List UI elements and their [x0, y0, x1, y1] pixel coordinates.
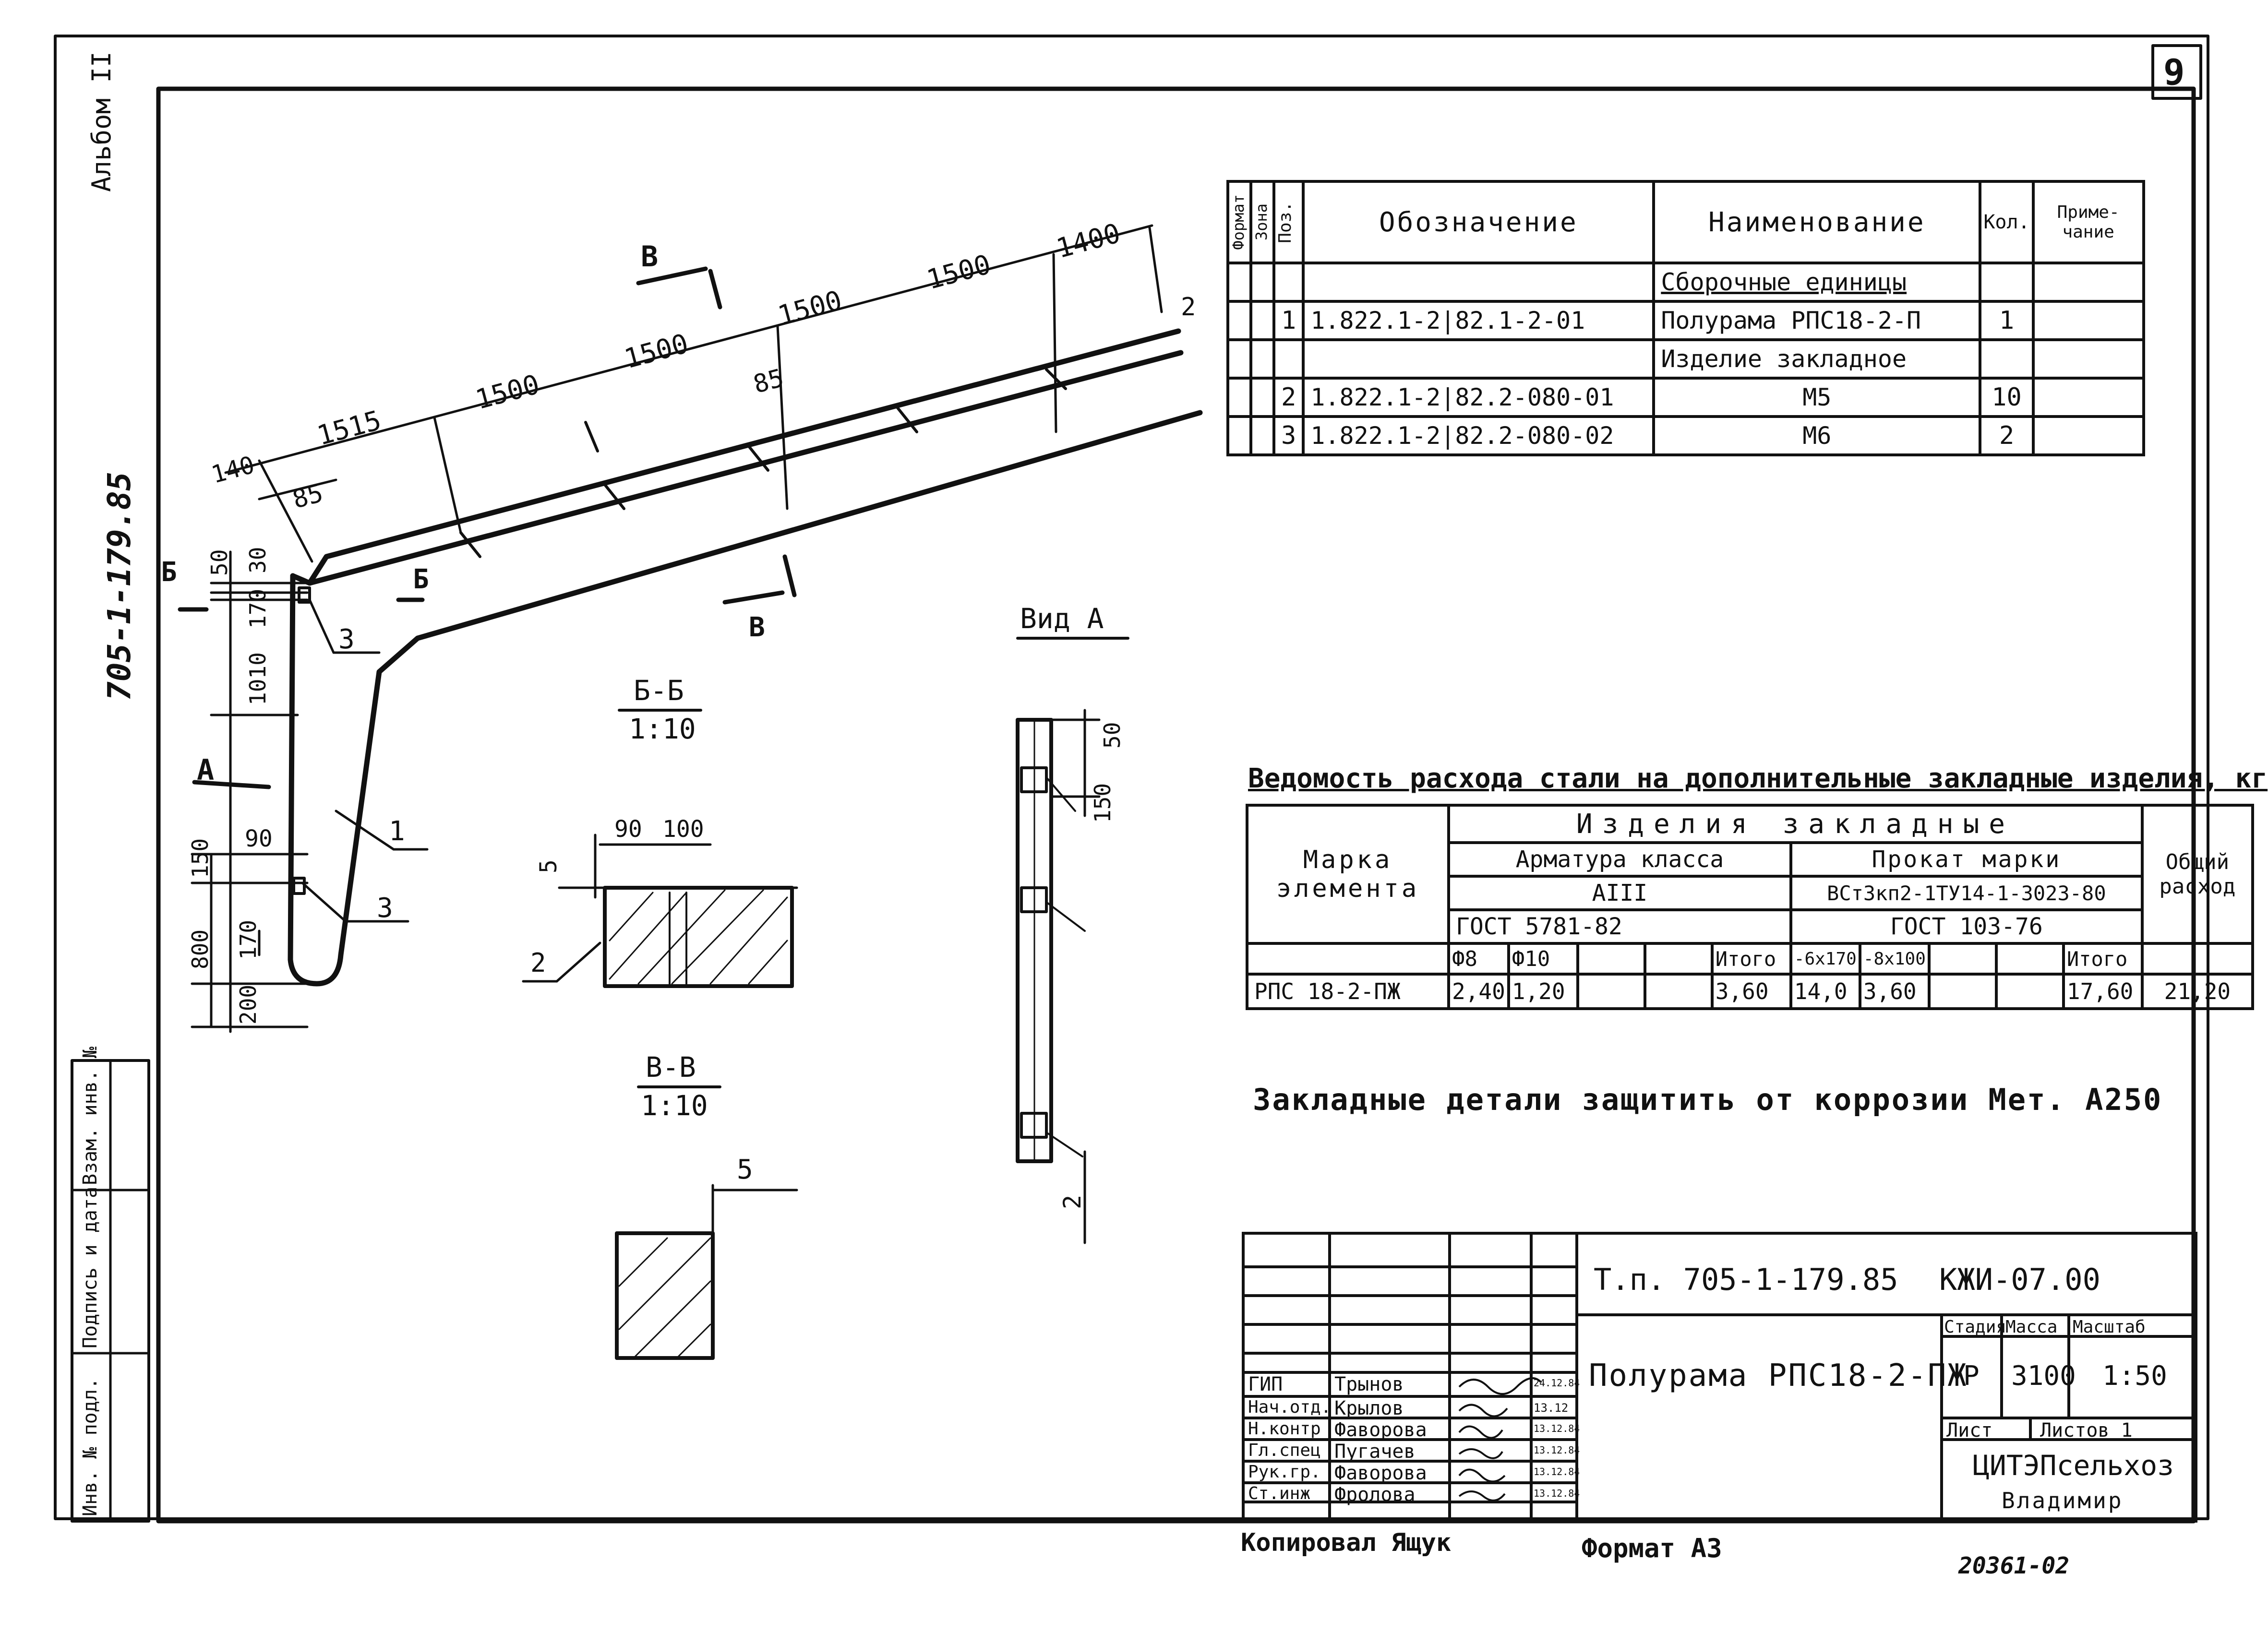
- title-sheet: Лист: [1946, 1419, 1993, 1441]
- steel-total-header: Общий расход: [2140, 804, 2254, 945]
- section-vv-scale: 1:10: [641, 1089, 708, 1122]
- label-pos-3-b: 3: [377, 893, 393, 924]
- table-row: 1 1.822.1-2|82.1-2-01 Полурама РПС18-2-П…: [1226, 300, 2145, 341]
- half-frame-outline: [288, 328, 1203, 987]
- section-bb-scale: 1:10: [629, 713, 696, 745]
- person-name: Трынов: [1334, 1373, 1404, 1395]
- title-stage: Р: [1963, 1360, 1980, 1392]
- view-a-title: Вид А: [1020, 602, 1104, 635]
- title-project: Т.п. 705-1-179.85: [1594, 1262, 1898, 1297]
- table-row: 2 1.822.1-2|82.2-080-01 М5 10: [1226, 377, 2145, 418]
- steel-rolled-header: Прокат марки: [1789, 841, 2144, 878]
- person-name: Пугачев: [1334, 1441, 1416, 1463]
- table-row: 3 1.822.1-2|82.2-080-02 М6 2: [1226, 415, 2145, 456]
- person-date: 13.12.84: [1534, 1488, 1580, 1499]
- section-vv: [615, 1085, 798, 1360]
- steel-mark-header: Марка элемента: [1246, 804, 1450, 945]
- person-role: Рук.гр.: [1248, 1462, 1321, 1482]
- person-name: Фаворова: [1334, 1462, 1427, 1484]
- person-role: Нач.отд.: [1248, 1397, 1332, 1417]
- section-vv-title: В-В: [646, 1051, 696, 1084]
- title-scale-header: Масштаб: [2073, 1317, 2146, 1337]
- bb-dim-90: 90: [614, 816, 642, 843]
- dim-90: 90: [245, 825, 273, 852]
- label-v-bottom: В: [749, 612, 765, 643]
- label-pos-1: 1: [389, 816, 405, 847]
- steel-rebar-class: AIII: [1447, 875, 1792, 911]
- page-number: 9: [2163, 52, 2185, 93]
- title-scale: 1:50: [2102, 1360, 2167, 1392]
- person-name: Фролова: [1334, 1484, 1416, 1506]
- table-row: Изделие закладное: [1226, 338, 2145, 380]
- title-org: ЦИТЭПсельхоз: [1973, 1449, 2174, 1482]
- top-dimension-line: [224, 224, 1163, 563]
- person-role: ГИП: [1248, 1373, 1283, 1395]
- table-row: Сборочные единицы: [1226, 262, 2145, 303]
- section-bb-title: Б-Б: [634, 674, 684, 707]
- stamp-number: 20361-02: [1958, 1552, 2070, 1579]
- corrosion-note: Закладные детали защитить от коррозии Ме…: [1253, 1082, 2163, 1117]
- spec-header-name: Наименование: [1652, 180, 1982, 264]
- bb-label-2: 2: [530, 948, 546, 978]
- steel-rebar-header: Арматура класса: [1447, 841, 1792, 878]
- label-v-top: В: [641, 240, 659, 274]
- view-a: [1016, 637, 1129, 1244]
- left-dimension-chain: [191, 550, 309, 1033]
- spec-header-zone: Зона: [1249, 180, 1275, 264]
- steel-group-header: Изделия закладные: [1447, 804, 2144, 844]
- spec-header-note: Приме-чание: [2031, 180, 2145, 264]
- title-doc-code: КЖИ-07.00: [1939, 1262, 2100, 1297]
- spec-header-designation: Обозначение: [1302, 180, 1656, 264]
- person-date: 13.12.84: [1534, 1423, 1580, 1434]
- section-bb: [522, 709, 798, 988]
- person-date: 24.12.84: [1534, 1377, 1580, 1389]
- label-a: А: [197, 753, 215, 787]
- person-role: Ст.инж: [1248, 1484, 1311, 1503]
- person-role: Н.контр: [1248, 1419, 1321, 1439]
- steel-table-title: Ведомость расхода стали на дополнительны…: [1248, 763, 2268, 794]
- title-stage-header: Стадия: [1944, 1317, 2007, 1337]
- table-row: РПС 18-2-ПЖ 2,40 1,20 3,60 14,0 3,60 17,…: [1246, 973, 2254, 1010]
- person-date: 13.12: [1534, 1401, 1569, 1415]
- dim-2-top: 2: [1181, 293, 1196, 322]
- person-name: Фаворова: [1334, 1419, 1427, 1441]
- outer-frame: [54, 35, 2209, 1520]
- steel-rolled-gost: ГОСТ 103-76: [1789, 908, 2144, 945]
- label-b-left: Б: [161, 557, 177, 588]
- steel-rolled-grade: ВСт3кп2-1ТУ14-1-3023-80: [1789, 875, 2144, 911]
- person-name: Крылов: [1334, 1397, 1404, 1419]
- title-mass: 3100: [2011, 1360, 2076, 1392]
- person-role: Гл.спец: [1248, 1441, 1321, 1460]
- copied-by: Копировал Ящук: [1241, 1528, 1452, 1557]
- page-number-box: [2151, 44, 2202, 100]
- person-date: 13.12.84: [1534, 1466, 1580, 1477]
- person-date: 13.12.84: [1534, 1444, 1580, 1456]
- spec-header-format: Формат: [1226, 180, 1252, 264]
- format-label: Формат А3: [1582, 1533, 1722, 1563]
- title-city: Владимир: [2002, 1488, 2124, 1513]
- spec-header-qty: Кол.: [1979, 180, 2035, 264]
- bb-dim-100: 100: [662, 816, 704, 843]
- title-item-name: Полурама РПС18-2-ПЖ: [1589, 1358, 1968, 1394]
- title-sheets: Листов 1: [2040, 1419, 2133, 1441]
- spec-table: Формат Зона Поз. Обозначение Наименовани…: [1226, 180, 2145, 456]
- steel-table: Марка элемента Изделия закладные Общий р…: [1246, 804, 2254, 1010]
- vv-dim-5: 5: [737, 1154, 753, 1185]
- spec-header-pos: Поз.: [1272, 180, 1305, 264]
- label-b-right: Б: [413, 564, 429, 595]
- label-pos-3-a: 3: [338, 624, 355, 655]
- steel-rebar-gost: ГОСТ 5781-82: [1447, 908, 1792, 945]
- title-mass-header: Масса: [2005, 1317, 2058, 1337]
